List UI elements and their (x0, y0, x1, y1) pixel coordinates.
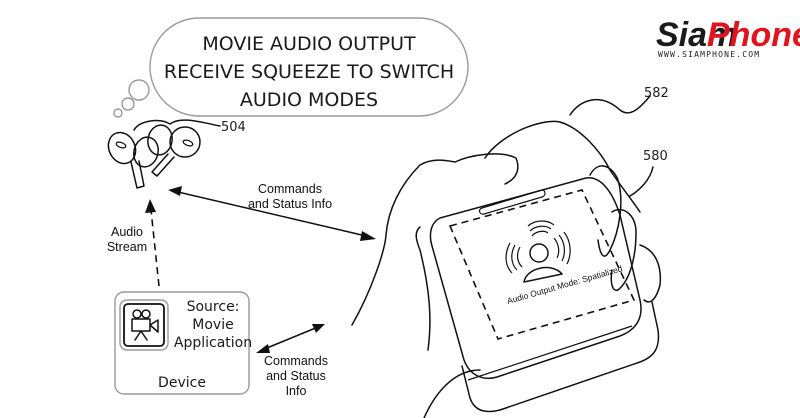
audio-stream-arrow: Audio Stream (107, 199, 160, 287)
commands-arrow-top: Commands and Status Info (168, 182, 376, 241)
source-line-3: Application (174, 335, 252, 351)
camera-lens (149, 319, 159, 333)
case-button (478, 189, 546, 215)
case-seam (467, 325, 633, 381)
ref-582: 582 (644, 86, 669, 101)
left-earbud-body (107, 131, 137, 165)
source-line-1: Source: (187, 299, 240, 315)
camera-tripod (134, 330, 148, 341)
earbuds-illustration: 504 (107, 119, 246, 189)
person-shoulders (523, 266, 563, 283)
spatial-audio-person-icon (505, 220, 571, 283)
logo-phone-text: Phone (707, 16, 800, 54)
audio-stream-arrowhead (145, 199, 156, 213)
reel-right (141, 309, 151, 319)
bubble-line-2: RECEIVE SQUEEZE TO SWITCH (164, 61, 454, 83)
ref-580: 580 (643, 149, 668, 164)
person-head (529, 243, 549, 263)
hand-index-finger (484, 120, 641, 213)
thought-bubble-outline (149, 17, 469, 117)
source-line-2: Movie (192, 317, 233, 333)
hand-and-case-illustration: 582 580 Audio Output Mode: Spatialized (351, 86, 669, 418)
commands-arrow-bottom: Commands and Status Info (256, 324, 328, 398)
commands-bottom-line (261, 326, 319, 351)
sound-waves-top (527, 220, 555, 237)
audio-stream-label-2: Stream (107, 240, 147, 254)
hand-thumb-outline (351, 153, 519, 326)
right-earbud-sensor (182, 139, 194, 147)
commands-top-arrowhead-right (360, 231, 376, 241)
ref-504: 504 (221, 120, 246, 135)
commands-bottom-arrowhead-left (256, 344, 270, 353)
camera-body (131, 318, 151, 332)
thought-dot-large (128, 79, 150, 101)
commands-top-line (177, 191, 367, 237)
siamphone-logo[interactable]: Siam Phone WWW.SIAMPHONE.COM (656, 16, 800, 59)
movie-camera-icon (119, 299, 169, 351)
bubble-line-3: AUDIO MODES (240, 89, 378, 111)
hand-finger-3 (639, 244, 662, 303)
camera-icon-frame (119, 299, 169, 351)
logo-url: WWW.SIAMPHONE.COM (658, 50, 760, 59)
ref-582-leader (569, 95, 651, 116)
bubble-line-1: MOVIE AUDIO OUTPUT (202, 33, 416, 55)
ref-580-leader (629, 166, 654, 197)
right-earbud-stem (151, 153, 175, 177)
commands-top-arrowhead-left (168, 186, 182, 196)
right-earbud-body (169, 126, 201, 158)
commands-bottom-label-3: Info (286, 384, 307, 398)
left-earbud-sensor (115, 141, 127, 149)
hand-bottom-line (423, 369, 481, 418)
commands-bottom-label-1: Commands (264, 354, 328, 368)
right-earbud-tip (147, 124, 173, 156)
hand-finger-2 (610, 208, 637, 291)
commands-bottom-arrowhead-right (312, 324, 325, 333)
commands-top-label-1: Commands (258, 182, 322, 196)
commands-top-label-2: and Status Info (248, 197, 332, 211)
case-screen-outline (448, 189, 636, 340)
thought-dot-small (113, 108, 123, 118)
audio-stream-label-1: Audio (111, 225, 143, 239)
sound-waves-right (553, 231, 571, 265)
case-body (429, 177, 642, 380)
left-earbud-stem (130, 160, 145, 189)
sound-waves-left (505, 242, 523, 274)
device-box-outline (114, 291, 250, 395)
audio-stream-dashed-line (150, 209, 160, 287)
commands-bottom-label-2: and Status (266, 369, 326, 383)
device-box: Source: Movie Application Device (114, 291, 252, 395)
thought-dot-medium (121, 97, 135, 111)
case-base (461, 301, 660, 413)
thought-bubble: MOVIE AUDIO OUTPUT RECEIVE SQUEEZE TO SW… (113, 17, 469, 118)
audio-output-mode-status: Audio Output Mode: Spatialized (506, 263, 624, 306)
hand-palm-line (415, 226, 431, 351)
reel-left (132, 309, 142, 319)
logo-siam-text: Siam (656, 16, 737, 54)
ref-504-leader (133, 119, 221, 131)
device-label: Device (158, 375, 206, 391)
camera-icon-inner (123, 303, 165, 347)
